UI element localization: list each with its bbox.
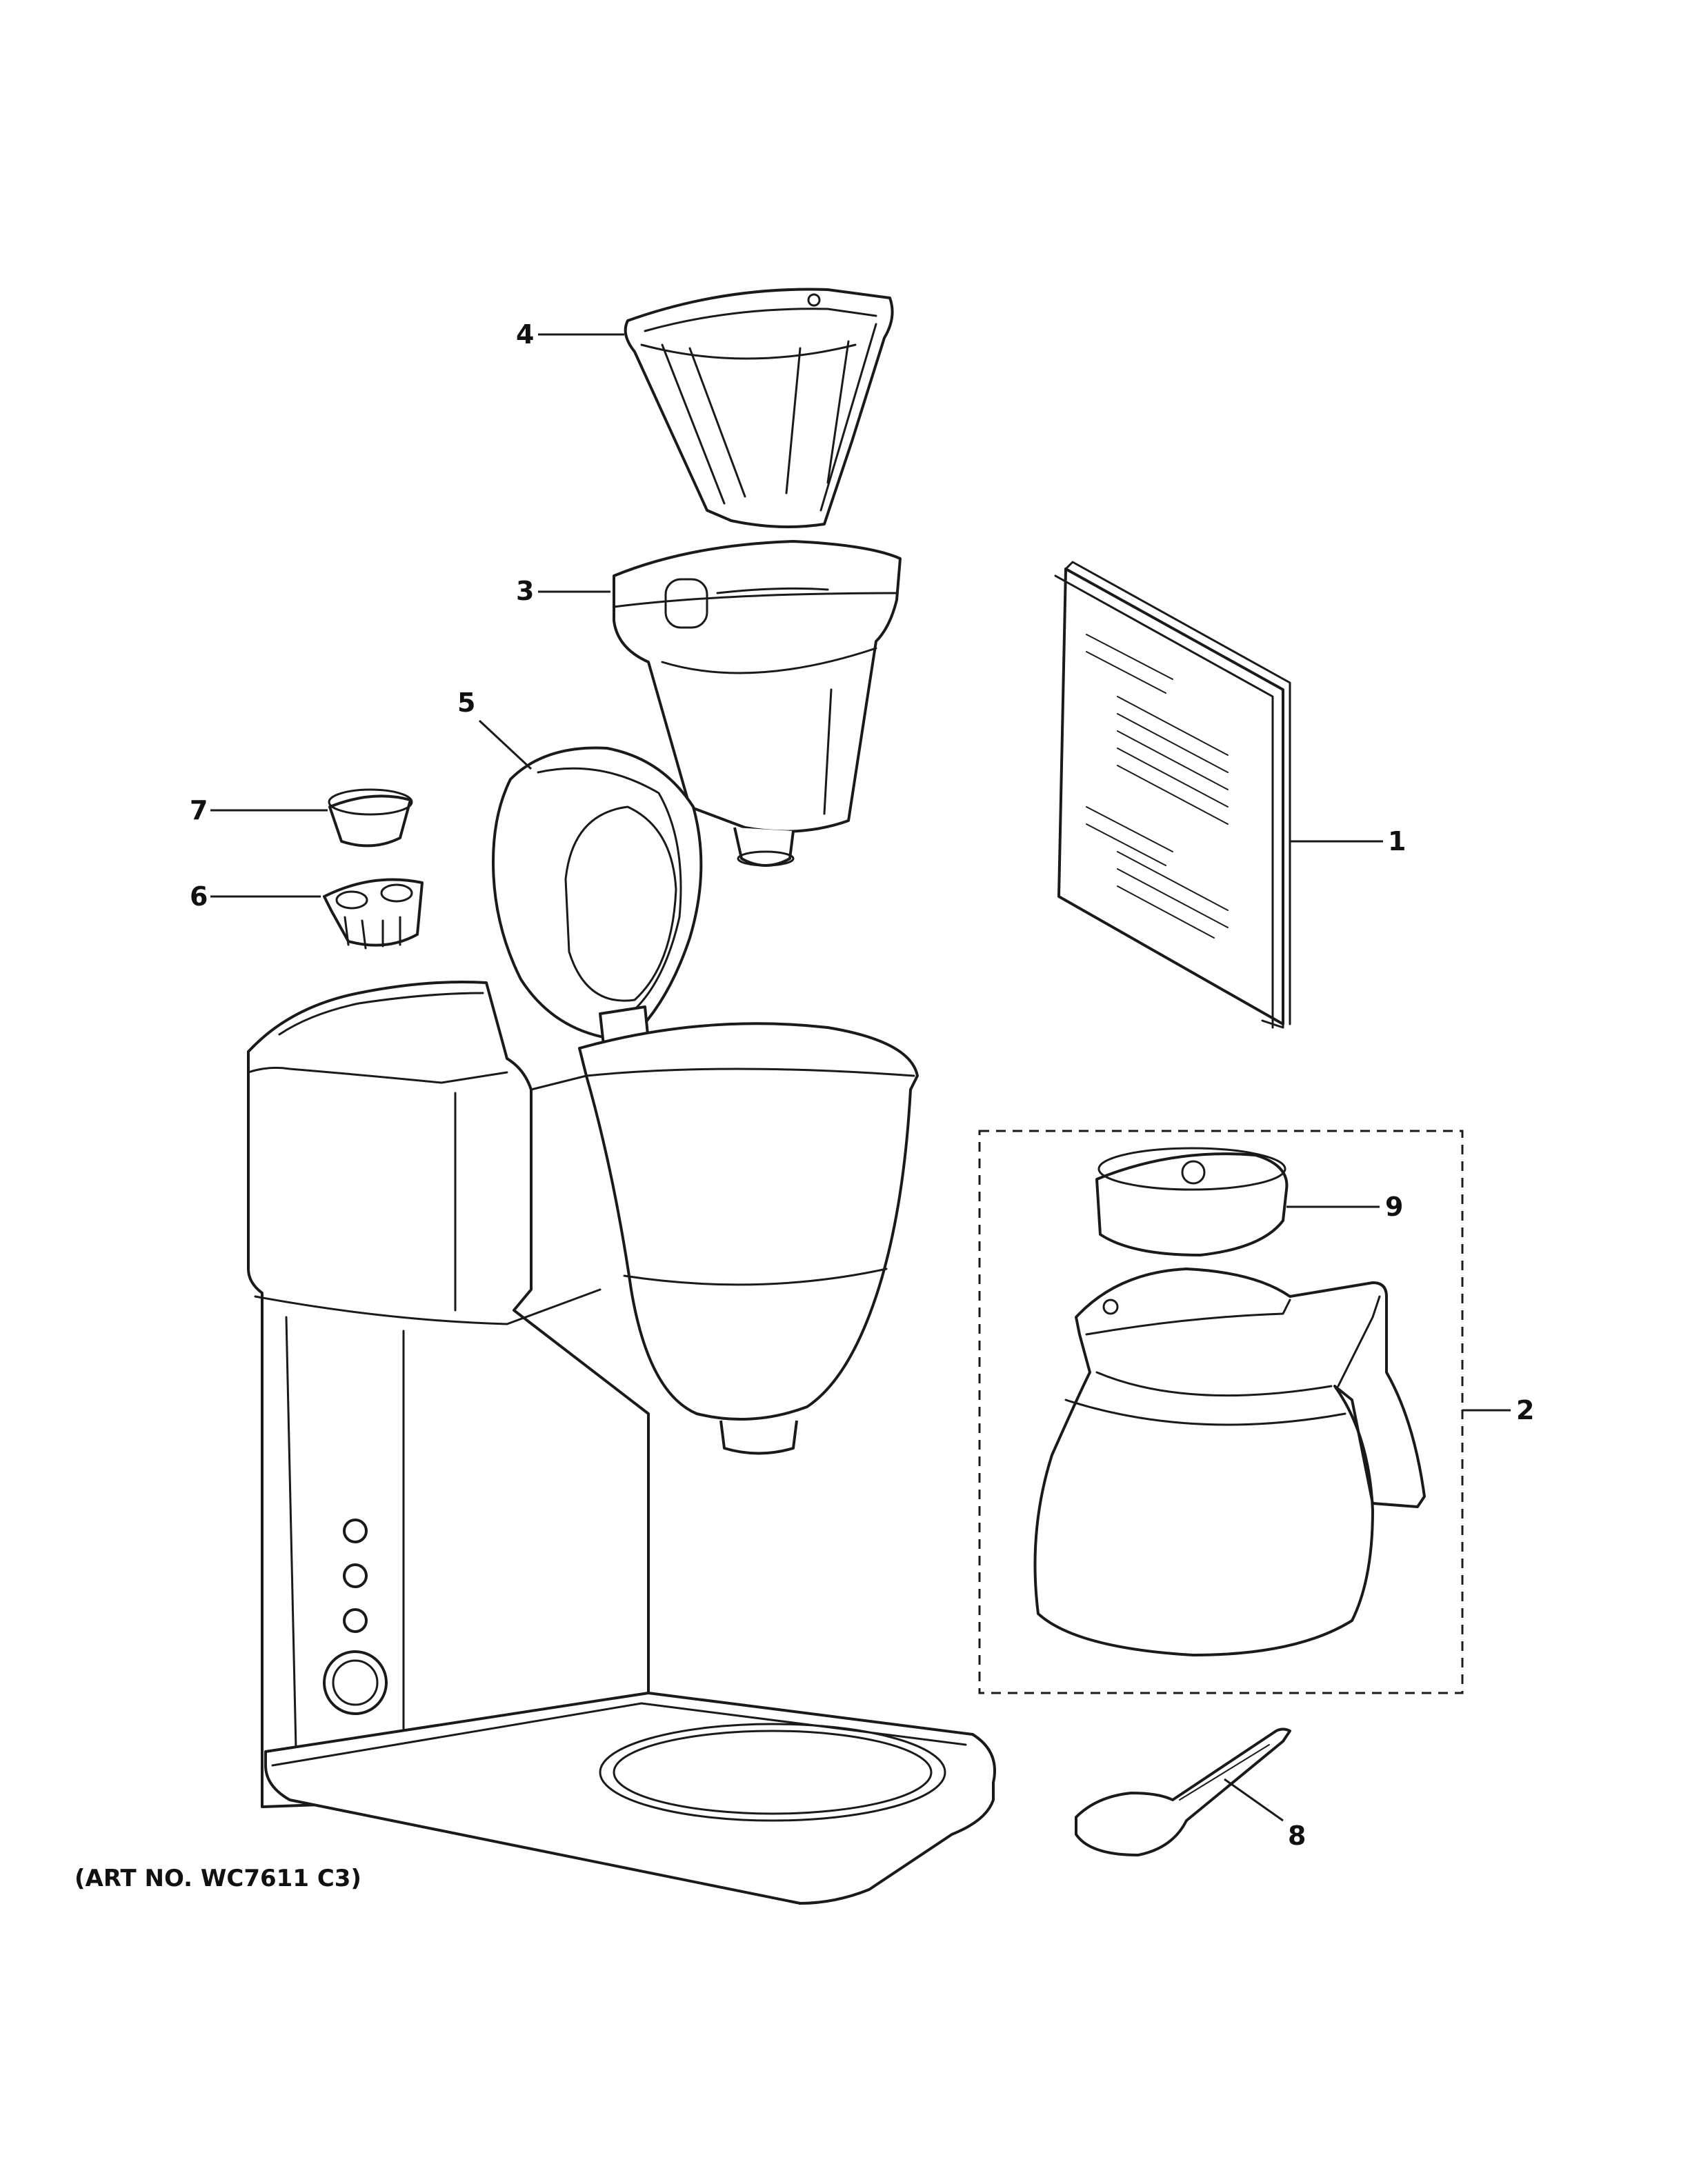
art-number-label: (ART NO. WC7611 C3) (74, 1865, 361, 1892)
part-2-group-box (978, 1130, 1464, 1694)
part-7-small-insert-cup (328, 788, 413, 848)
part-3-brew-basket (613, 540, 902, 867)
callout-5: 5 (457, 688, 475, 718)
callout-3: 3 (516, 576, 534, 606)
callout-4: 4 (516, 319, 534, 350)
callout-1: 1 (1388, 826, 1406, 856)
part-9-carafe-lid (1095, 1147, 1289, 1256)
part-6-pod-adapter (323, 878, 424, 950)
leader-lines (210, 333, 1511, 1822)
part-4-filter-basket (624, 288, 894, 528)
callout-7: 7 (190, 795, 208, 825)
callout-6: 6 (190, 881, 208, 912)
callout-9: 9 (1385, 1192, 1403, 1222)
coffee-maker-main-unit (247, 981, 996, 1905)
part-8-measuring-scoop (1075, 1727, 1291, 1856)
callout-2: 2 (1516, 1395, 1534, 1425)
part-1-owners-manual (1054, 561, 1291, 1029)
part-2-thermal-carafe (1033, 1268, 1426, 1656)
callout-8: 8 (1288, 1821, 1306, 1851)
